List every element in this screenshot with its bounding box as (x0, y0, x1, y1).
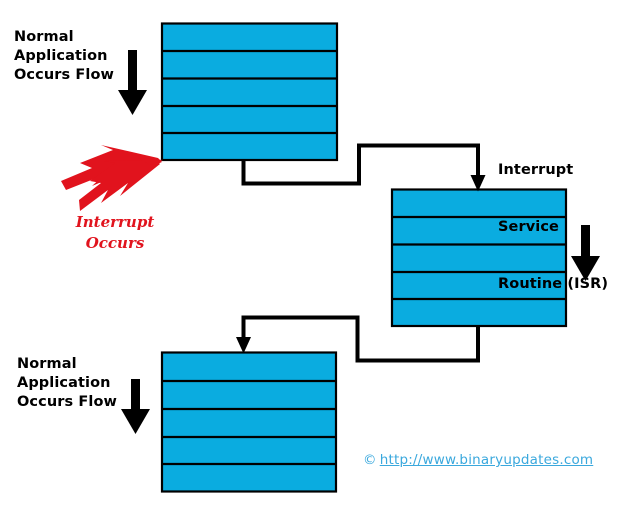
label-normal-application-flow-bottom: Normal Application Occurs Flow (17, 356, 118, 410)
label-isr: Interrupt Service Routine (ISR) (498, 123, 608, 332)
copyright-icon: © (363, 452, 377, 468)
label-normal-application-flow-top: Normal Application Occurs Flow (14, 29, 115, 83)
connector-to-isr (241, 143, 486, 192)
flow-arrow-top (118, 50, 147, 115)
main-application-block-top (160, 22, 339, 162)
connector-return-from-isr (236, 315, 480, 363)
main-application-block-bottom (160, 351, 338, 493)
label-isr-line1: Interrupt (498, 162, 574, 178)
label-isr-line2: Service (498, 219, 559, 235)
flow-arrow-isr (571, 225, 600, 281)
label-interrupt-occurs-line2: Occurs (85, 234, 145, 252)
credit-url-link[interactable]: http://www.binaryupdates.com (379, 452, 594, 468)
flow-arrow-bottom (121, 379, 150, 434)
credit-watermark: ©http://www.binaryupdates.com (363, 452, 593, 468)
label-interrupt-occurs-line1: Interrupt (75, 213, 155, 231)
label-isr-line3: Routine (ISR) (498, 276, 609, 292)
interrupt-lightning-bolt-icon (61, 145, 163, 211)
label-interrupt-occurs: Interrupt Occurs (55, 212, 175, 254)
